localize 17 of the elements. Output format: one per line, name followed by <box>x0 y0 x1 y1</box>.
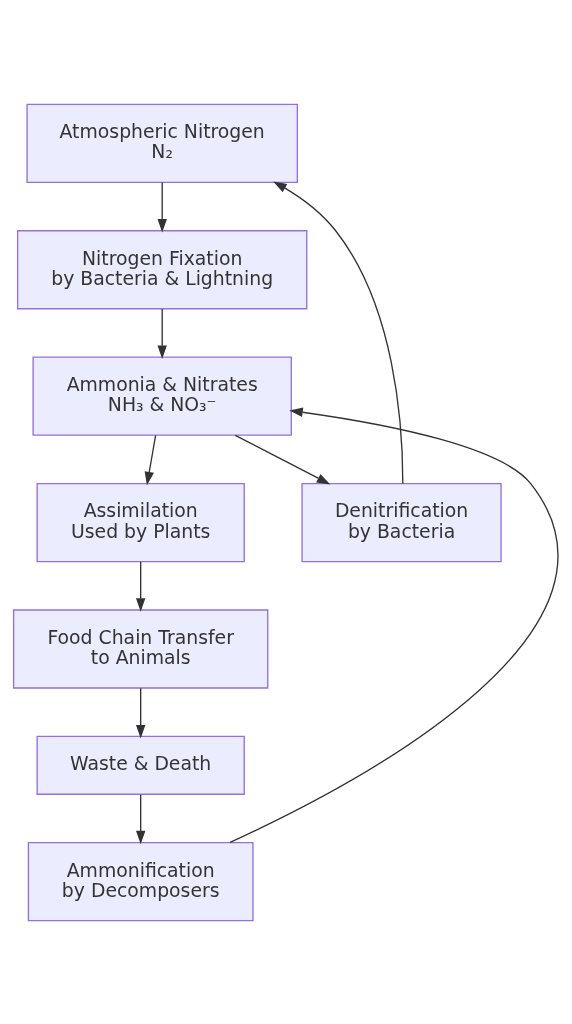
node-box: Atmospheric Nitrogen N₂ <box>26 103 298 183</box>
arrow <box>273 181 404 484</box>
node-box: Ammonification by Decomposers <box>27 841 254 921</box>
arrow <box>135 560 146 612</box>
arrow <box>135 793 146 844</box>
node-box: Denitrification by Bacteria <box>301 482 502 562</box>
arrow <box>157 181 167 232</box>
arrow <box>157 307 167 359</box>
node-box: Waste & Death <box>36 735 245 795</box>
node-box: Food Chain Transfer to Animals <box>12 608 269 689</box>
arrow <box>144 434 157 485</box>
node-box: Ammonia & Nitrates NH₃ & NO₃⁻ <box>32 356 292 436</box>
arrow <box>135 687 146 738</box>
arrow <box>234 434 331 484</box>
node-box: Nitrogen Fixation by Bacteria & Lightning <box>16 229 308 309</box>
node-box: Assimilation Used by Plants <box>36 482 245 562</box>
arrow <box>229 407 559 843</box>
